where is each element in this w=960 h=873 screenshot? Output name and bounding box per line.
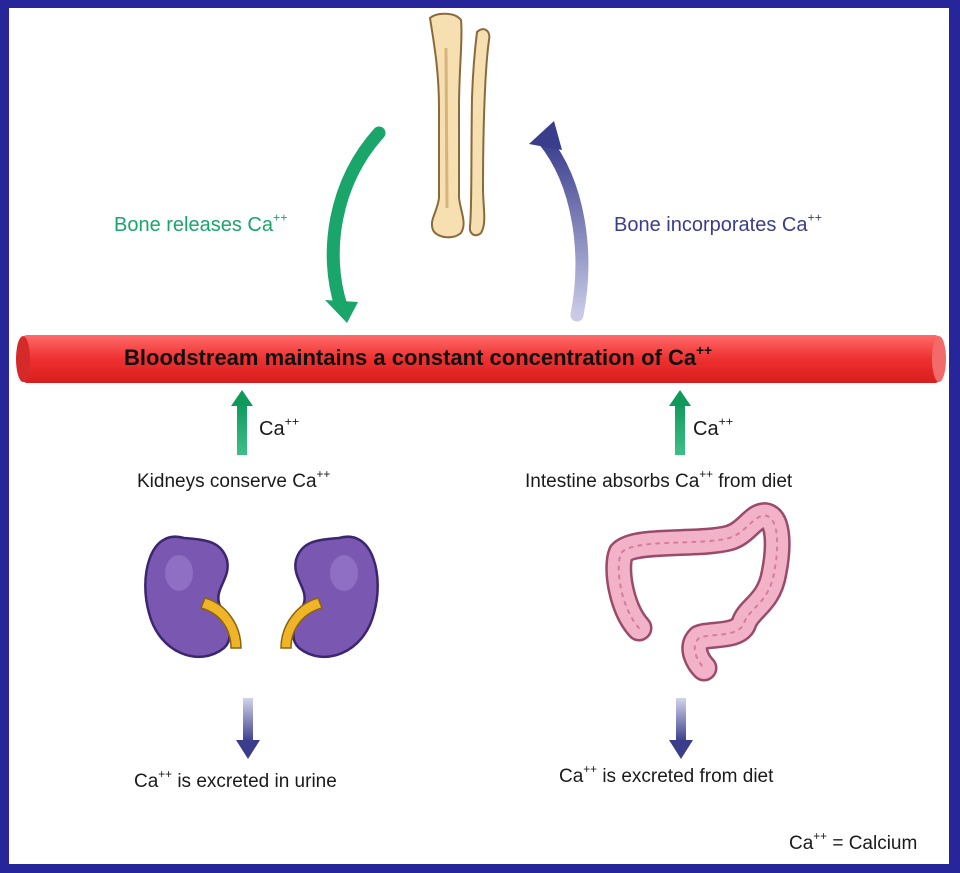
intestine-up-arrow [669,390,691,455]
kidneys-conserve-label: Kidneys conserve Ca++ [137,468,331,492]
diet-down-arrow [669,698,693,759]
urine-excretion-label: Ca++ is excreted in urine [134,768,337,792]
incorporate-arrow [529,121,589,322]
diagram-canvas: Bone releases Ca++ Bone incorporates Ca+… [9,8,949,864]
bone-incorporate-label: Bone incorporates Ca++ [614,210,822,236]
bone-release-label: Bone releases Ca++ [114,210,288,236]
diagram-artwork [16,12,946,759]
kidney-icon [144,535,242,659]
kidney-up-arrow [231,390,253,455]
calcium-legend: Ca++ = Calcium [789,830,918,854]
diet-excretion-label: Ca++ is excreted from diet [559,763,774,787]
kidney-icon [280,535,379,659]
bloodstream-bar [16,335,946,383]
intestine-absorbs-label: Intestine absorbs Ca++ from diet [525,468,793,492]
intestine-icon [605,502,791,682]
bone-icon [428,12,491,239]
bloodstream-label: Bloodstream maintains a constant concent… [124,342,713,370]
urine-down-arrow [236,698,260,759]
release-arrow [325,126,386,323]
intestine-arrow-label: Ca++ [693,414,734,440]
kidney-arrow-label: Ca++ [259,414,300,440]
